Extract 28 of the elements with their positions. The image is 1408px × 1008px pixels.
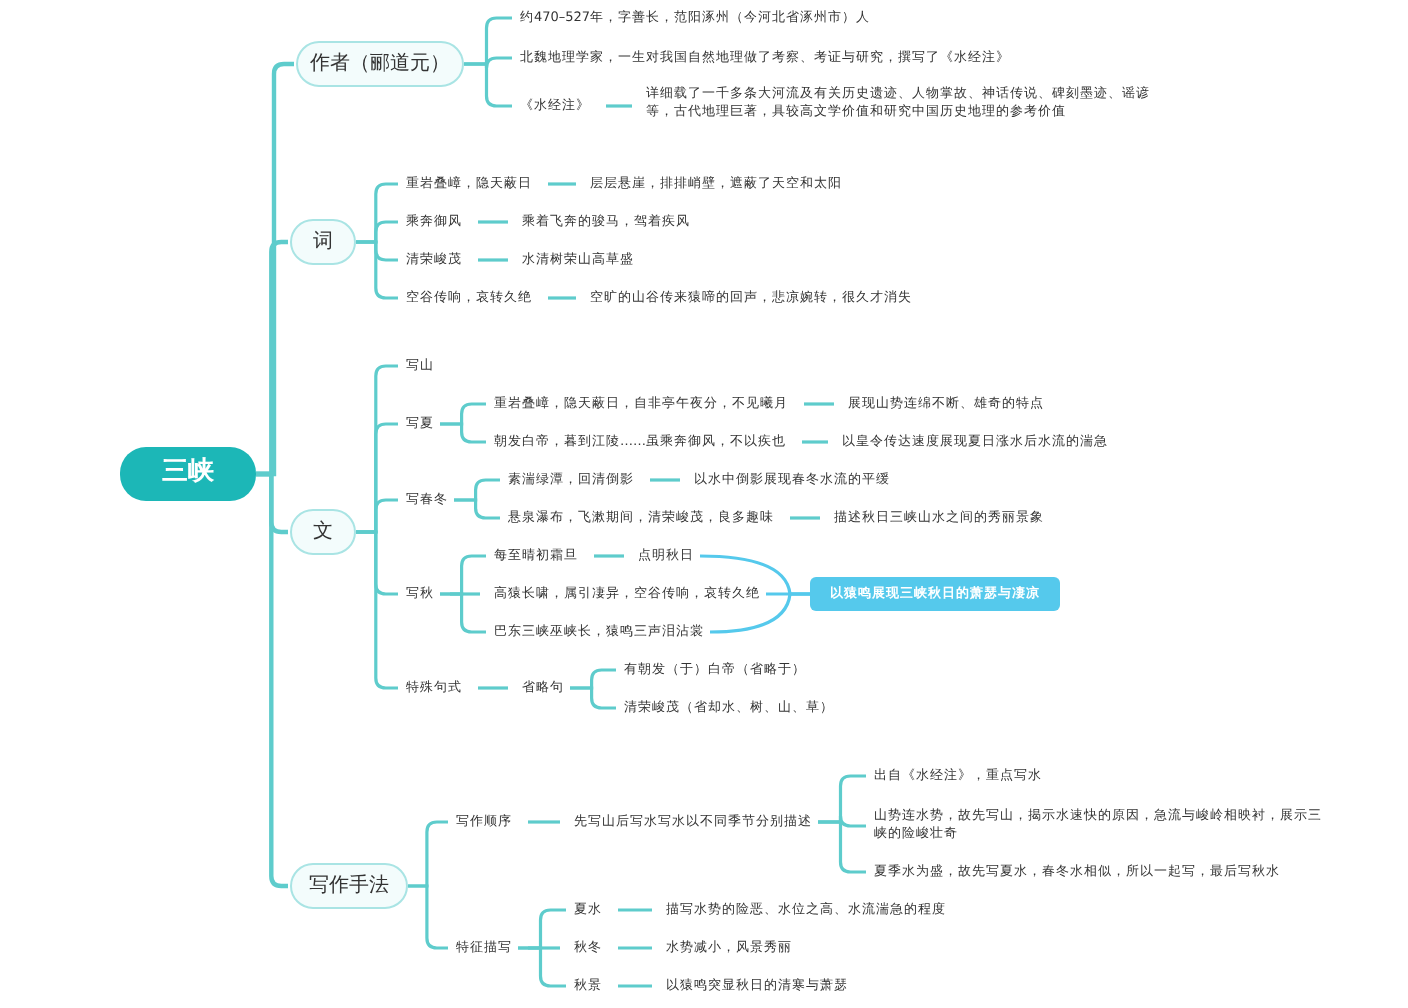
connector (618, 984, 652, 988)
connector (356, 240, 398, 300)
connector (790, 516, 820, 520)
topic-box: 文 (290, 509, 356, 555)
connector (440, 422, 486, 444)
connector (548, 296, 576, 300)
topic-box: 写作手法 (290, 863, 408, 909)
connector (650, 478, 680, 482)
central-topic-box: 三峡 (120, 447, 256, 501)
connector (478, 258, 508, 262)
connector (802, 440, 828, 444)
connector (256, 471, 288, 889)
connector (570, 686, 616, 710)
connector (454, 498, 500, 520)
topic-box: 词 (290, 219, 356, 265)
connector (478, 686, 508, 690)
connector (606, 104, 632, 108)
topic-box: 作者（郦道元） (296, 41, 464, 87)
connector (518, 946, 566, 988)
connector (478, 220, 508, 224)
connector (709, 592, 810, 634)
connector (528, 820, 560, 824)
connector (618, 946, 652, 950)
connector (804, 402, 834, 406)
connector (594, 554, 624, 558)
connector (618, 908, 652, 912)
connector (440, 592, 486, 634)
connector (548, 182, 576, 186)
